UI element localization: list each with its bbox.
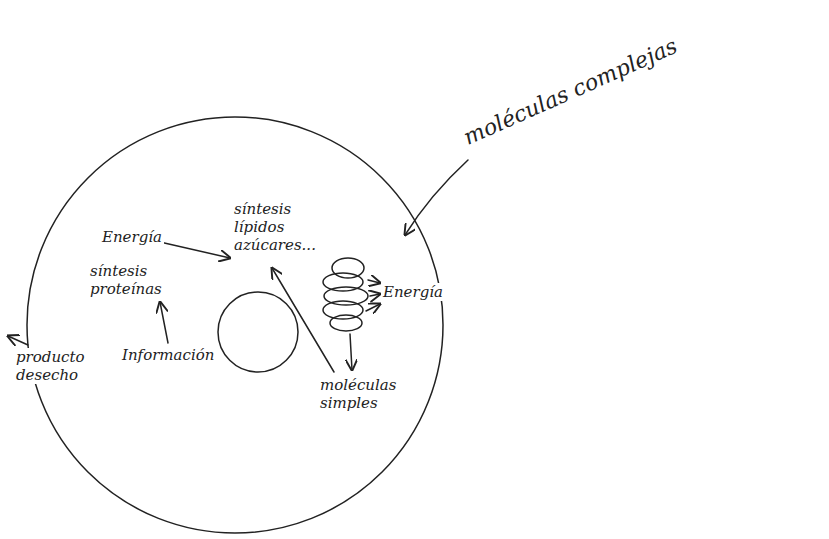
synthesis-label: síntesis proteínas (88, 262, 170, 298)
simple-molecules-label: moléculas simples (318, 376, 406, 412)
input-arrow (405, 160, 468, 235)
simple-molecules-line (272, 268, 334, 372)
energy-out-arrow (370, 294, 380, 296)
breakdown-arrow (350, 334, 352, 370)
energy-label: Energía (381, 283, 445, 301)
cell-membrane (27, 117, 443, 533)
nucleus (218, 292, 298, 372)
waste-label: producto desecho (14, 348, 88, 384)
mitochondrion-spiral (323, 258, 368, 331)
energy-label: Energía (100, 228, 164, 246)
input-label: moléculas complejas (457, 32, 682, 151)
energy-arrow (160, 242, 230, 258)
energy-out-arrow (368, 280, 380, 283)
synthesis-label: síntesis lípidos azúcares... (232, 200, 320, 254)
information-arrow (160, 302, 168, 343)
waste-arrow (8, 336, 28, 345)
information-label: Información (120, 346, 216, 364)
energy-out-arrow (366, 304, 380, 311)
